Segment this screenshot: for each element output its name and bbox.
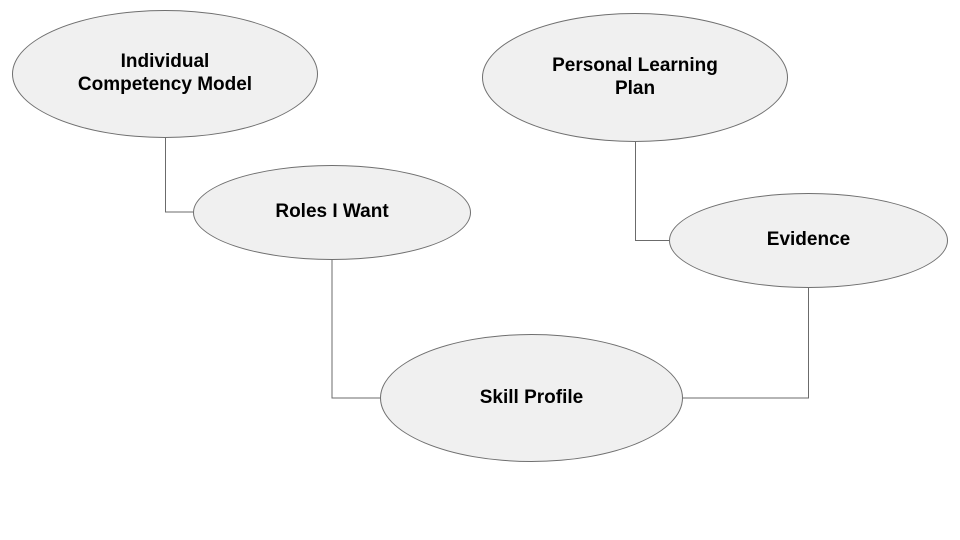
node-label: Evidence	[766, 229, 851, 251]
connector-icm-to-roles	[165, 138, 193, 213]
node-label: Skill Profile	[479, 386, 584, 408]
node-skill-profile: Skill Profile	[380, 334, 683, 462]
node-individual-competency-model: Individual Competency Model	[12, 10, 318, 138]
connector-evidence-to-skill	[683, 288, 809, 399]
node-evidence: Evidence	[669, 193, 948, 288]
node-label: Individual Competency Model	[77, 51, 253, 95]
node-personal-learning-plan: Personal Learning Plan	[482, 13, 788, 142]
connector-plp-to-evidence	[635, 142, 669, 241]
node-label: Personal Learning Plan	[552, 54, 718, 99]
node-roles-i-want: Roles I Want	[193, 165, 471, 260]
connector-roles-to-skill	[331, 260, 380, 399]
node-label: Roles I Want	[275, 201, 389, 223]
